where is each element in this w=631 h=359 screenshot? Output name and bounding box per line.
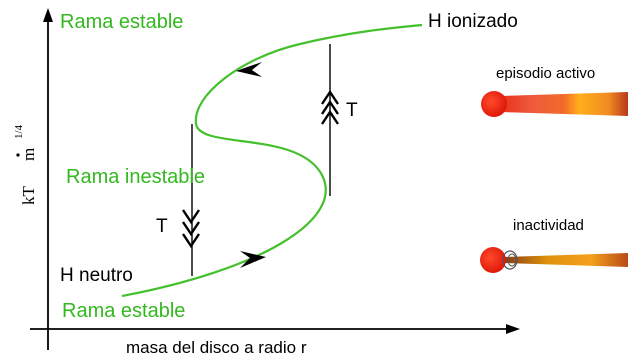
active-accretion-disk — [500, 92, 628, 116]
active-episode-title: episodio activo — [496, 65, 595, 82]
y-axis-mdot-dot — [16, 153, 20, 157]
x-axis-label: masa del disco a radio r — [126, 338, 307, 357]
axes — [30, 8, 520, 350]
down-chevrons — [182, 209, 200, 249]
y-axis-arrowhead — [43, 8, 53, 22]
x-axis-arrowhead — [506, 324, 520, 334]
y-axis-exponent: 1/4 — [13, 124, 25, 139]
active-disk-illustration — [481, 91, 628, 117]
middle-branch-label: Rama inestable — [66, 166, 205, 188]
y-axis-kt: kT — [19, 186, 38, 206]
quiet-star — [480, 247, 506, 273]
y-axis-mdot: m — [19, 148, 38, 161]
y-axis-label: kT m 1/4 — [13, 124, 38, 205]
temperature-down-label: T — [156, 216, 168, 237]
quiet-accretion-disk — [504, 253, 628, 267]
quiescence-title: inactividad — [513, 217, 584, 234]
s-curve — [121, 23, 423, 298]
lower-branch-label: Rama estable — [62, 300, 185, 322]
active-star — [481, 91, 507, 117]
upper-branch-arrow — [236, 62, 262, 77]
up-chevrons — [321, 89, 339, 125]
quiet-inner-ring-inner — [507, 253, 517, 267]
lower-branch-arrow — [240, 251, 266, 268]
temperature-up-label: T — [346, 100, 358, 121]
ionized-label: H ionizado — [428, 11, 518, 32]
neutral-label: H neutro — [60, 265, 133, 286]
upper-branch-label: Rama estable — [60, 11, 183, 33]
quiet-disk-illustration — [480, 247, 628, 273]
quiet-inner-ring-outer — [502, 250, 518, 270]
